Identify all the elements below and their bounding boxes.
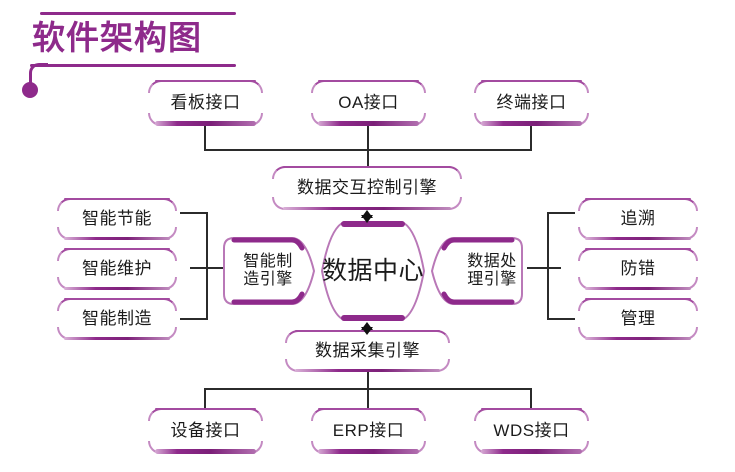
connector-right-bottom-stub	[547, 318, 575, 320]
node-cap-top	[474, 80, 589, 93]
title-block: 软件架构图	[18, 6, 248, 106]
node-cap-bottom	[474, 113, 589, 126]
node-cap-top	[311, 80, 426, 93]
connector-terminal-down	[530, 126, 532, 150]
node-smart-maintenance[interactable]: 智能维护	[57, 248, 177, 290]
node-label: 管理	[620, 309, 656, 329]
connector-right-bracket-to-engine	[527, 267, 561, 269]
node-cap-bottom	[311, 441, 426, 454]
node-smart-manufacturing[interactable]: 智能制造	[57, 298, 177, 340]
node-oa-interface[interactable]: OA接口	[311, 80, 426, 126]
node-cap-bottom	[311, 113, 426, 126]
node-kanban-interface[interactable]: 看板接口	[148, 80, 263, 126]
arrow-center-to-acquisition-up	[361, 322, 373, 330]
node-cap-bottom	[578, 277, 698, 290]
node-label: 数据交互控制引擎	[297, 178, 437, 198]
node-cap-top	[474, 408, 589, 421]
connector-top-bus-to-engine	[367, 149, 369, 171]
node-smart-energy-saving[interactable]: 智能节能	[57, 198, 177, 240]
node-data-acquisition-engine[interactable]: 数据采集引擎	[285, 330, 450, 372]
node-label: 数据处 理引擎	[467, 252, 517, 288]
node-smart-manufacturing-engine[interactable]: 智能制 造引擎	[218, 228, 318, 314]
node-label: 智能制 造引擎	[243, 252, 293, 288]
title-rule-top	[40, 12, 236, 15]
node-cap-bottom	[578, 327, 698, 340]
node-equipment-interface[interactable]: 设备接口	[148, 408, 263, 454]
node-traceability[interactable]: 追溯	[578, 198, 698, 240]
node-error-proofing[interactable]: 防错	[578, 248, 698, 290]
connector-kanban-down	[204, 126, 206, 150]
node-label: OA接口	[338, 93, 399, 113]
connector-right-top-stub	[547, 212, 575, 214]
node-data-center[interactable]: 数据中心	[306, 214, 440, 328]
node-cap-bottom	[148, 441, 263, 454]
connector-equipment-up	[204, 388, 206, 410]
title-stem-curve	[29, 63, 48, 84]
node-erp-interface[interactable]: ERP接口	[311, 408, 426, 454]
node-cap-bottom	[474, 441, 589, 454]
node-data-interaction-control-engine[interactable]: 数据交互控制引擎	[272, 166, 462, 210]
node-label: WDS接口	[493, 421, 570, 441]
node-wds-interface[interactable]: WDS接口	[474, 408, 589, 454]
node-cap-bottom	[148, 113, 263, 126]
connector-left-bracket-to-engine	[190, 267, 224, 269]
node-management[interactable]: 管理	[578, 298, 698, 340]
node-label: 智能维护	[82, 259, 152, 279]
connector-acquisition-down	[367, 371, 369, 389]
node-cap-bottom	[57, 327, 177, 340]
arrow-control-engine-to-center-up	[361, 210, 373, 218]
node-label: 设备接口	[170, 421, 241, 441]
node-terminal-interface[interactable]: 终端接口	[474, 80, 589, 126]
node-cap-bottom	[57, 277, 177, 290]
node-label: 数据采集引擎	[315, 341, 420, 361]
connector-oa-down	[367, 126, 369, 150]
title-rule-bottom	[30, 64, 236, 67]
connector-right-bracket-spine	[547, 212, 549, 320]
node-cap-top	[148, 408, 263, 421]
node-cap-top	[148, 80, 263, 93]
connector-left-bottom-stub	[180, 318, 208, 320]
node-cap-bottom	[272, 197, 462, 210]
connector-erp-up	[367, 388, 369, 410]
arrow-control-engine-to-center-down	[361, 215, 373, 223]
connector-left-bracket-spine	[206, 212, 208, 320]
node-cap-bottom	[57, 227, 177, 240]
node-cap-bottom	[285, 359, 450, 372]
node-label: 智能节能	[82, 209, 152, 229]
connector-left-top-stub	[180, 212, 208, 214]
node-label: ERP接口	[332, 421, 405, 441]
node-label: 追溯	[620, 209, 656, 229]
node-label: 智能制造	[82, 309, 152, 329]
node-label: 数据中心	[321, 256, 424, 285]
node-cap-bottom	[578, 227, 698, 240]
page-title: 软件架构图	[32, 19, 202, 56]
title-bullet-dot	[22, 82, 38, 98]
node-label: 看板接口	[170, 93, 241, 113]
connector-wds-up	[530, 388, 532, 410]
node-label: 防错	[620, 259, 656, 279]
arrow-center-to-acquisition-down	[361, 327, 373, 335]
node-cap-top	[311, 408, 426, 421]
node-data-processing-engine[interactable]: 数据处 理引擎	[428, 228, 528, 314]
node-cap-top	[272, 166, 462, 179]
node-label: 终端接口	[496, 93, 567, 113]
